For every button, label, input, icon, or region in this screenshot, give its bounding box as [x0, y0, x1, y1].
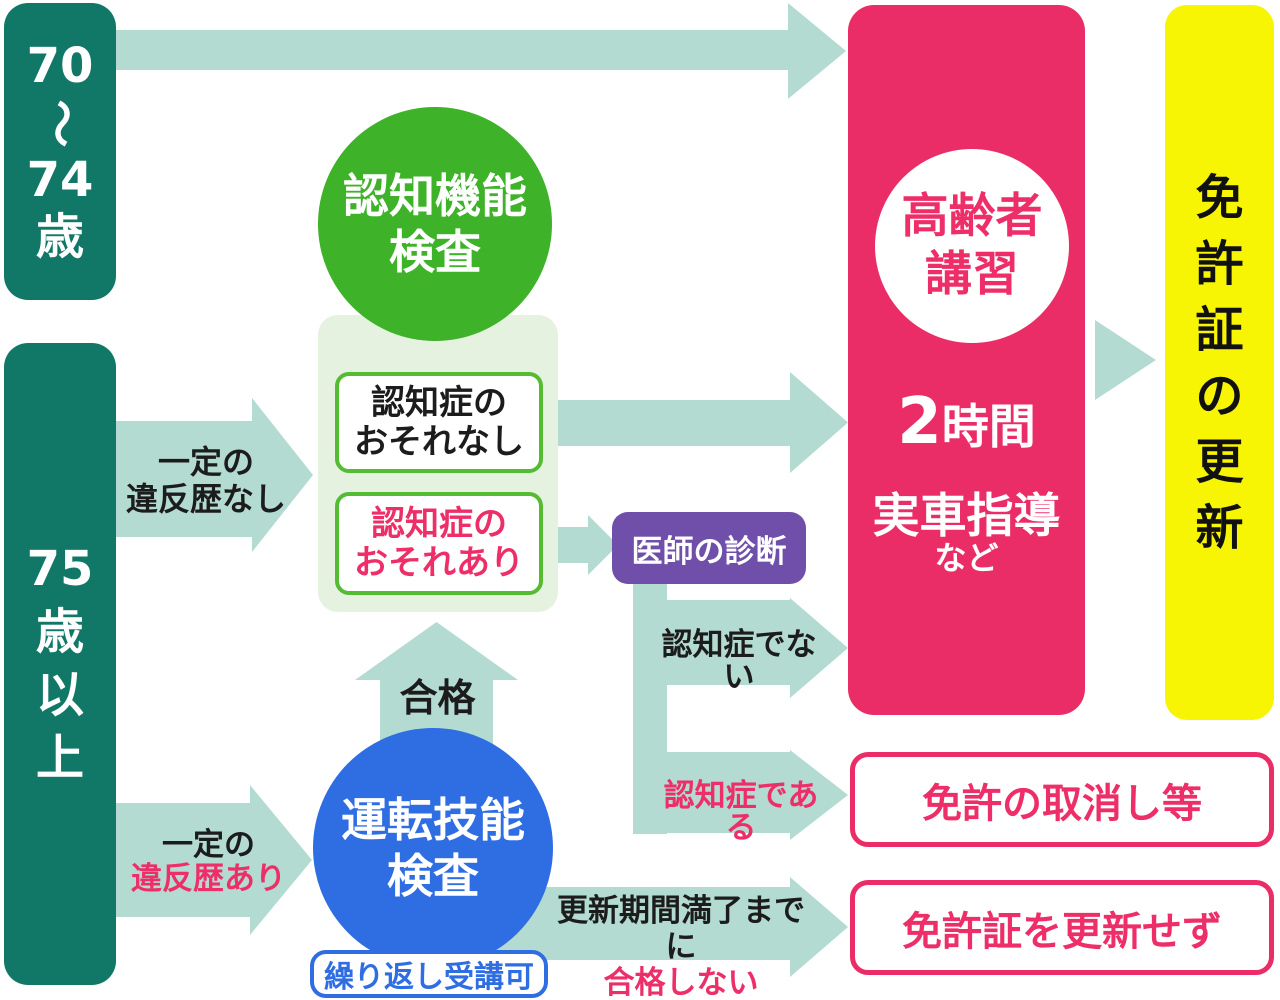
label-violation-line1: 一定の — [162, 827, 255, 863]
age-75-line2: 歳 — [35, 604, 84, 660]
label-is-dementia-text: 認知症である — [663, 778, 819, 846]
label-violation: 一定の 違反歴あり — [116, 828, 301, 896]
badge-repeatable: 繰り返し受講可 — [310, 950, 548, 998]
age-70-74-line3: 74 — [26, 151, 94, 208]
renewal-char-3: 証 — [1195, 301, 1244, 358]
label-pass-text: 合格 — [399, 676, 476, 720]
cognitive-test-line2: 検査 — [389, 225, 481, 279]
senior-course-detail: 実車指導 — [872, 489, 1061, 544]
renewal-char-1: 免 — [1195, 169, 1244, 226]
renewal-char-5: 更 — [1195, 433, 1244, 490]
renewal-char-4: の — [1195, 367, 1244, 424]
risk-line2: おそれあり — [354, 542, 524, 583]
age-75-line4: 上 — [35, 730, 84, 786]
renewal-char-2: 許 — [1195, 235, 1244, 292]
no-risk-line1: 認知症の — [371, 382, 507, 423]
label-not-dementia: 認知症でない — [648, 629, 830, 693]
label-fail-by-expiry: 更新期間満了までに 合格しない — [545, 893, 817, 1000]
senior-course-duration-unit: 時間 — [941, 400, 1036, 455]
node-cognitive-test: 認知機能 検査 — [318, 107, 552, 341]
label-no-violation-line2: 違反歴なし — [125, 480, 286, 518]
skill-test-line1: 運転技能 — [341, 793, 525, 847]
arrow-violation-shaft — [116, 803, 252, 917]
senior-course-duration-number: 2 — [897, 385, 942, 459]
label-violation-line2: 違反歴あり — [131, 861, 286, 897]
arrow-norisk-to-course-shaft — [558, 400, 792, 446]
label-fail-line1: 更新期間満了までに — [557, 893, 805, 965]
label-fail-line2: 合格しない — [603, 965, 759, 1000]
senior-course-duration: 2時間 — [848, 385, 1085, 459]
node-dementia-risk: 認知症の おそれあり — [335, 492, 543, 595]
label-not-dementia-text: 認知症でない — [661, 627, 817, 695]
age-70-74-line1: 70 — [26, 37, 94, 94]
node-license-not-renewed: 免許証を更新せず — [850, 880, 1274, 975]
node-age-75-plus: 75 歳 以 上 — [4, 343, 116, 985]
node-driving-skill-test: 運転技能 検査 — [313, 728, 553, 968]
label-is-dementia: 認知症である — [650, 780, 832, 844]
license-not-renewed-text: 免許証を更新せず — [902, 908, 1222, 955]
arrow-course-to-renewal-head — [1095, 320, 1156, 400]
arrow-70-74-to-course-head — [788, 3, 846, 99]
no-risk-line2: おそれなし — [354, 421, 524, 462]
node-senior-course: 高齢者 講習 2時間 実車指導 など — [848, 5, 1085, 715]
age-75-line3: 以 — [35, 667, 84, 723]
arrow-norisk-to-course-head — [790, 372, 848, 473]
risk-line1: 認知症の — [371, 503, 507, 544]
node-license-renewal: 免 許 証 の 更 新 — [1165, 5, 1274, 720]
label-no-violation: 一定の 違反歴なし — [116, 444, 296, 518]
badge-senior-course: 高齢者 講習 — [875, 149, 1069, 343]
senior-course-etc: など — [934, 539, 999, 577]
node-no-dementia-risk: 認知症の おそれなし — [335, 372, 543, 473]
age-70-74-tilde: 〜 — [32, 98, 89, 148]
doctor-diagnosis-text: 医師の診断 — [631, 533, 787, 570]
arrow-is-dementia-shaft — [633, 752, 792, 833]
renewal-char-6: 新 — [1195, 499, 1244, 556]
arrow-risk-to-doctor-shaft — [558, 527, 590, 563]
age-70-74-line4: 歳 — [35, 208, 84, 265]
license-revoked-text: 免許の取消し等 — [922, 780, 1202, 827]
age-75-line1: 75 — [26, 541, 94, 597]
arrow-pass-head — [355, 622, 518, 680]
node-license-revoked: 免許の取消し等 — [850, 752, 1274, 847]
arrow-not-dementia-shaft — [633, 600, 792, 685]
node-doctor-diagnosis: 医師の診断 — [612, 512, 806, 584]
cognitive-test-line1: 認知機能 — [343, 169, 527, 223]
label-no-violation-line1: 一定の — [157, 443, 254, 481]
arrow-70-74-to-course-shaft — [116, 30, 790, 70]
badge-repeatable-text: 繰り返し受講可 — [324, 960, 534, 995]
arrow-no-violation-shaft — [116, 421, 254, 537]
node-age-70-74: 70 〜 74 歳 — [4, 3, 116, 300]
senior-course-badge-line1: 高齢者 — [901, 189, 1043, 244]
senior-course-badge-line2: 講習 — [925, 247, 1019, 302]
skill-test-line2: 検査 — [387, 849, 479, 903]
label-pass: 合格 — [380, 679, 495, 717]
